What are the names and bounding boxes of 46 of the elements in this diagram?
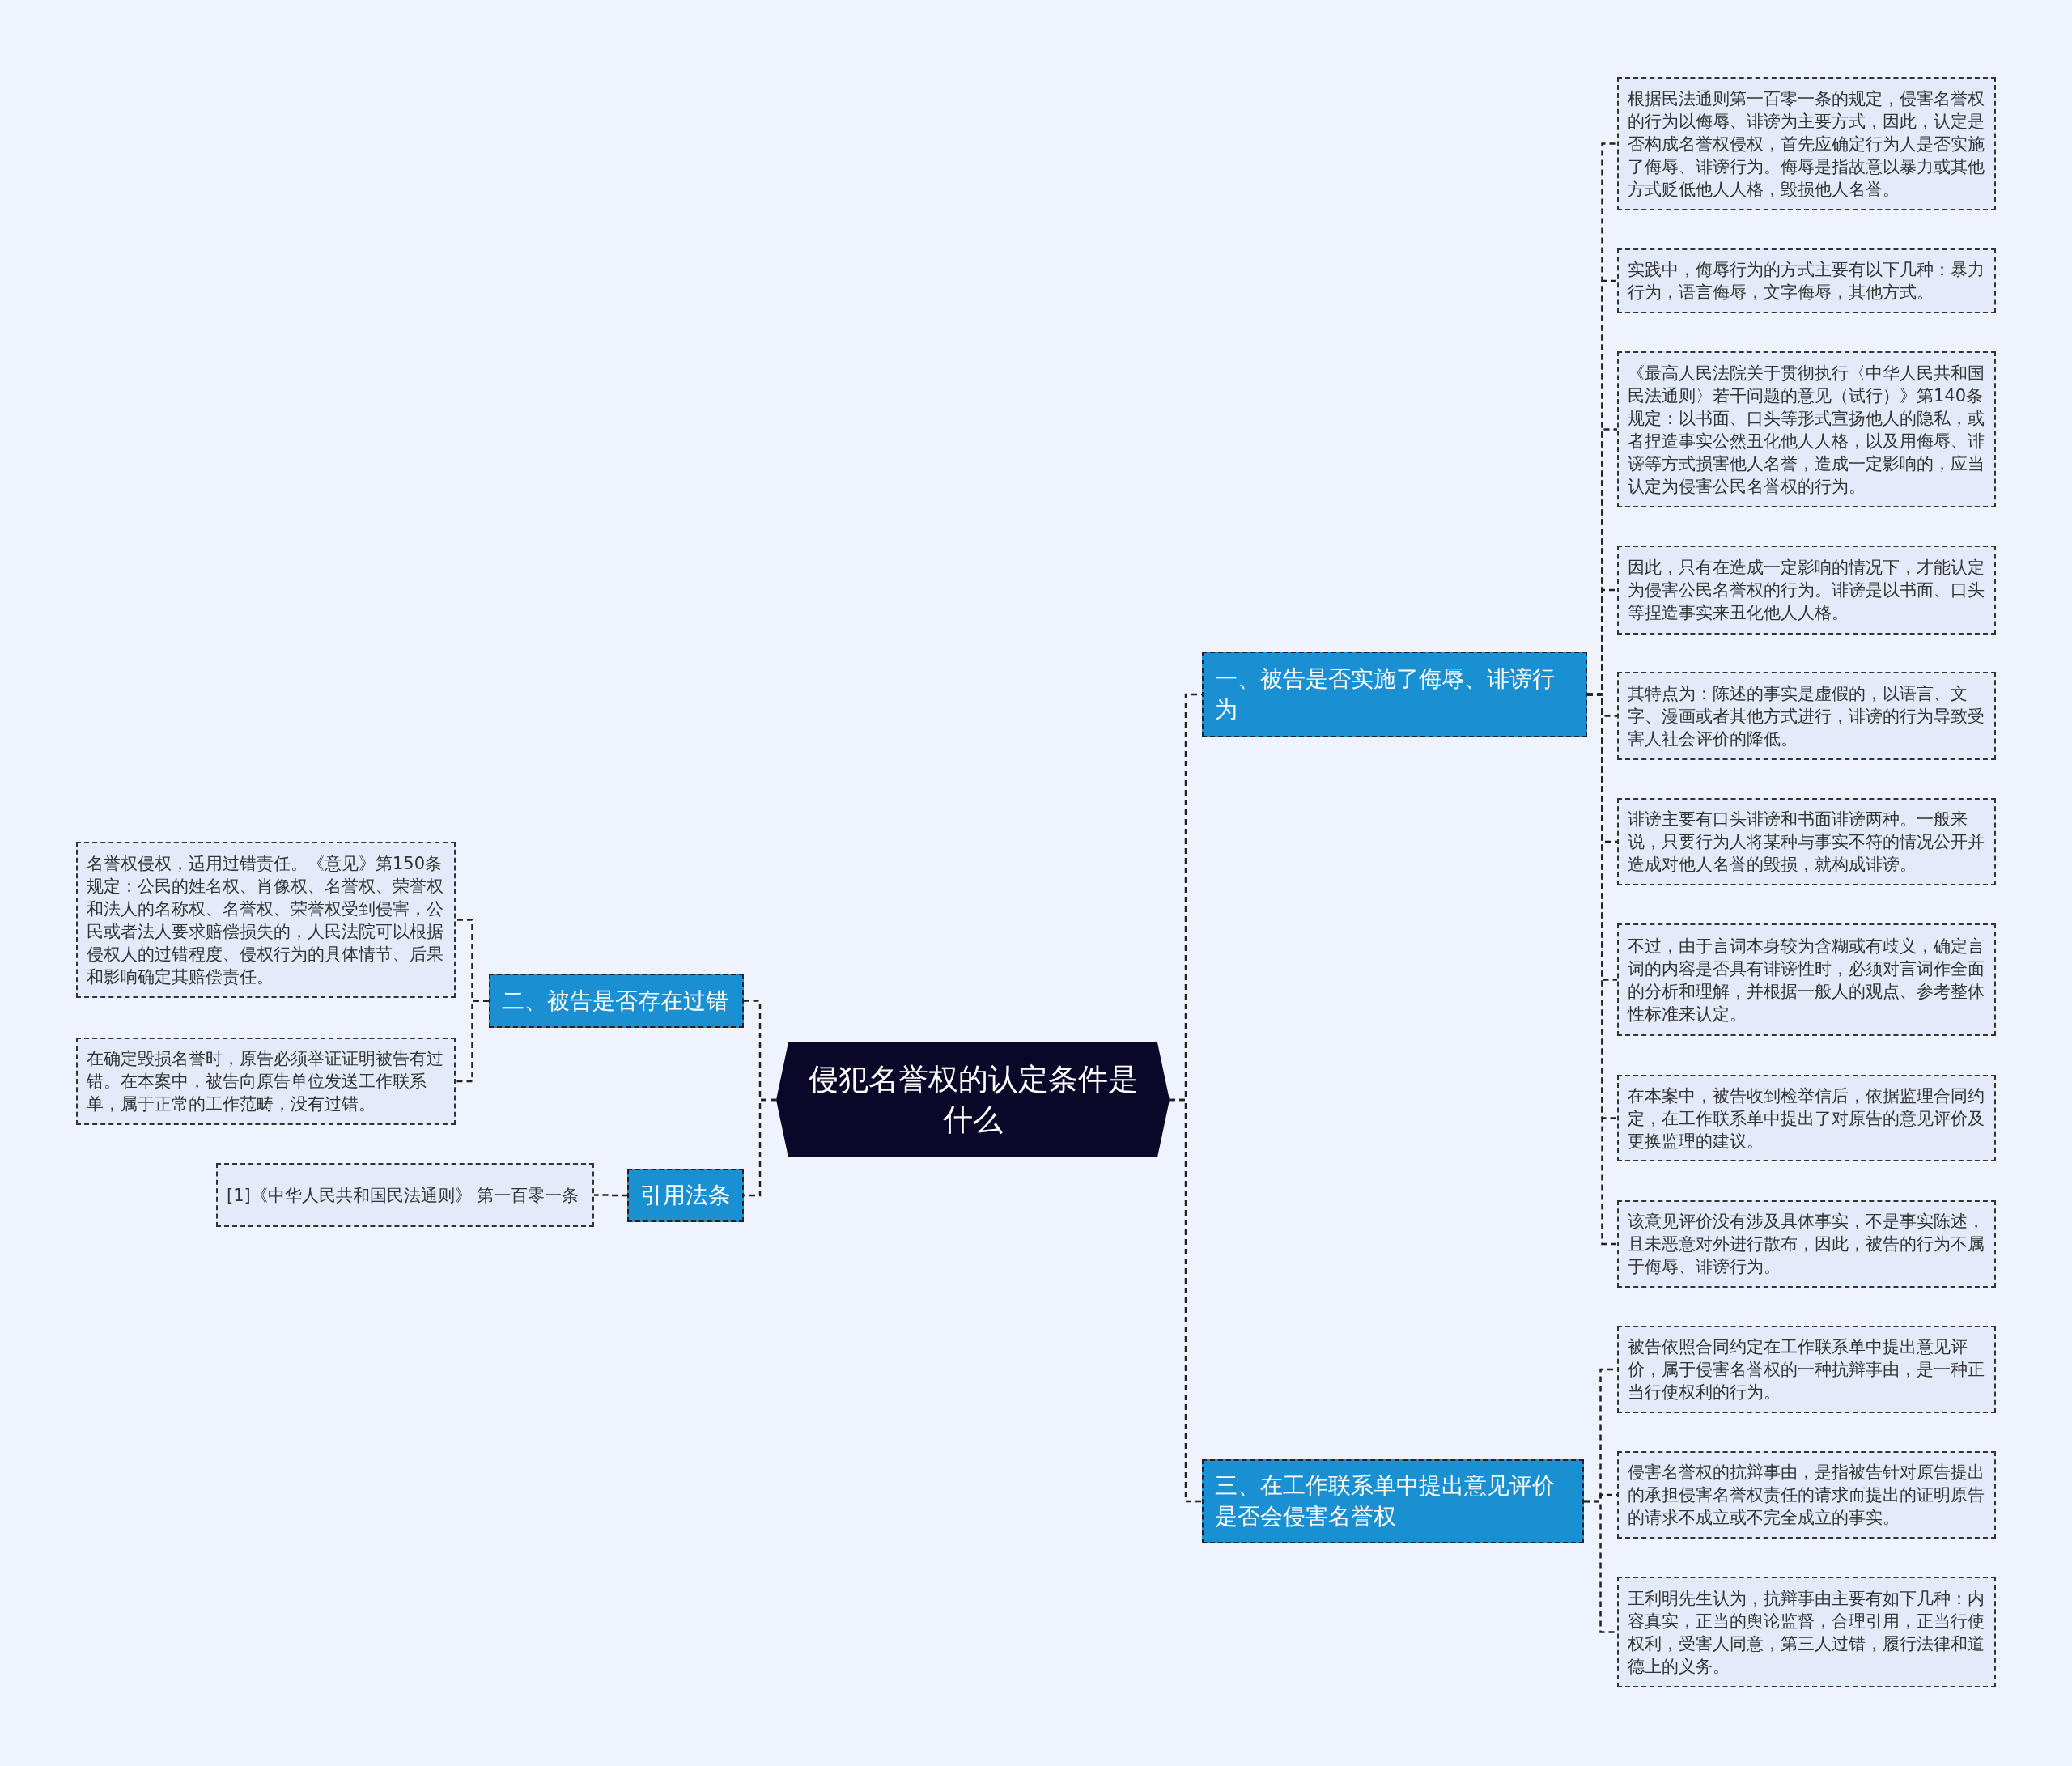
- note-text: 名誉权侵权，适用过错责任。《意见》第150条规定：公民的姓名权、肖像权、名誉权、荣誉权和法人的名称权、名誉权、荣誉权受到侵害，公民或者法人要求赔偿损失的，人民法院可以根据侵权人的过错程度、侵权行为的具体情节、后果和影响确定其赔偿责任。: [87, 852, 444, 988]
- topic-text: 三、在工作联系单中提出意见评价是否会侵害名誉权: [1215, 1471, 1556, 1531]
- note-text: 该意见评价没有涉及具体事实，不是事实陈述，且未恶意对外进行散布，因此，被告的行为不属于侮辱、诽谤行为。: [1628, 1211, 1985, 1278]
- topic-text: 侵犯名誉权的认定条件是什么: [807, 1061, 1139, 1139]
- branch-topic: [1202, 652, 1587, 737]
- topic-text: 二、被告是否存在过错: [502, 986, 729, 1016]
- note-text: [1]《中华人民共和国民法通则》 第一百零一条: [227, 1184, 580, 1207]
- note-text: 在本案中，被告收到检举信后，依据监理合同约定，在工作联系单中提出了对原告的意见评价及更换监理的建议。: [1628, 1085, 1985, 1153]
- connector-line: [456, 1000, 489, 1083]
- note-text: 实践中，侮辱行为的方式主要有以下几种：暴力行为，语言侮辱，文字侮辱，其他方式。: [1628, 259, 1985, 304]
- central-topic: [776, 1042, 1170, 1157]
- note-box: [1617, 546, 1996, 635]
- note-text: 根据民法通则第一百零一条的规定，侵害名誉权的行为以侮辱、诽谤为主要方式，因此，认定是否构成名誉权侵权，首先应确定行为人是否实施了侮辱、诽谤行为。侮辱是指故意以暴力或其他方式贬低他人人格，毁损他人名誉。: [1628, 87, 1985, 201]
- note-text: 因此，只有在造成一定影响的情况下，才能认定为侵害公民名誉权的行为。诽谤是以书面、口头等捏造事实来丑化他人人格。: [1628, 557, 1985, 624]
- note-box: [1617, 1451, 1996, 1539]
- note-box: [1617, 798, 1996, 885]
- topic-text: 引用法条: [640, 1181, 731, 1210]
- connector-line: [1170, 1098, 1202, 1503]
- note-box: [1617, 1577, 1996, 1687]
- note-box: [1617, 923, 1996, 1036]
- note-box: [76, 842, 456, 998]
- branch-topic: [627, 1169, 744, 1222]
- note-box: [1617, 1326, 1996, 1413]
- note-text: 被告依照合同约定在工作联系单中提出意见评价，属于侵害名誉权的一种抗辩事由，是一种正当行使权利的行为。: [1628, 1336, 1985, 1403]
- connector-line: [594, 1194, 627, 1197]
- note-box: [1617, 672, 1996, 760]
- note-box: [76, 1038, 456, 1125]
- note-box: [1617, 77, 1996, 210]
- branch-topic: [489, 974, 744, 1028]
- note-box: [216, 1163, 594, 1227]
- branch-topic: [1202, 1459, 1584, 1543]
- connector-line: [1587, 693, 1617, 1246]
- note-box: [1617, 351, 1996, 507]
- connector-line: [744, 1098, 776, 1197]
- note-text: 王利明先生认为，抗辩事由主要有如下几种：内容真实，正当的舆论监督，合理引用，正当行使权利，受害人同意，第三人过错，履行法律和道德上的义务。: [1628, 1587, 1985, 1678]
- note-box: [1617, 1200, 1996, 1288]
- note-text: 诽谤主要有口头诽谤和书面诽谤两种。一般来说，只要行为人将某种与事实不符的情况公开并造成对他人名誉的毁损，就构成诽谤。: [1628, 809, 1985, 876]
- topic-text: 一、被告是否实施了侮辱、诽谤行为: [1215, 664, 1556, 724]
- note-box: [1617, 1075, 1996, 1161]
- note-box: [1617, 248, 1996, 313]
- note-text: 《最高人民法院关于贯彻执行〈中华人民共和国民法通则〉若干问题的意见（试行）》第140条规定：以书面、口头等形式宣扬他人的隐私，或者捏造事实公然丑化他人人格，以及用侮辱、诽谤等方式损害他人名誉，造成一定影响的，应当认定为侵害公民名誉权的行为。: [1628, 362, 1985, 498]
- note-text: 其特点为：陈述的事实是虚假的，以语言、文字、漫画或者其他方式进行，诽谤的行为导致受害人社会评价的降低。: [1628, 682, 1985, 750]
- note-text: 不过，由于言词本身较为含糊或有歧义，确定言词的内容是否具有诽谤性时，必须对言词作全面的分析和理解，并根据一般人的观点、参考整体性标准来认定。: [1628, 935, 1985, 1025]
- connector-line: [1584, 1500, 1617, 1633]
- note-text: 侵害名誉权的抗辩事由，是指被告针对原告提出的承担侵害名誉权责任的请求而提出的证明原告的请求不成立或不完全成立的事实。: [1628, 1462, 1985, 1529]
- note-text: 在确定毁损名誉时，原告必须举证证明被告有过错。在本案中，被告向原告单位发送工作联系单，属于正常的工作范畴，没有过错。: [87, 1048, 444, 1115]
